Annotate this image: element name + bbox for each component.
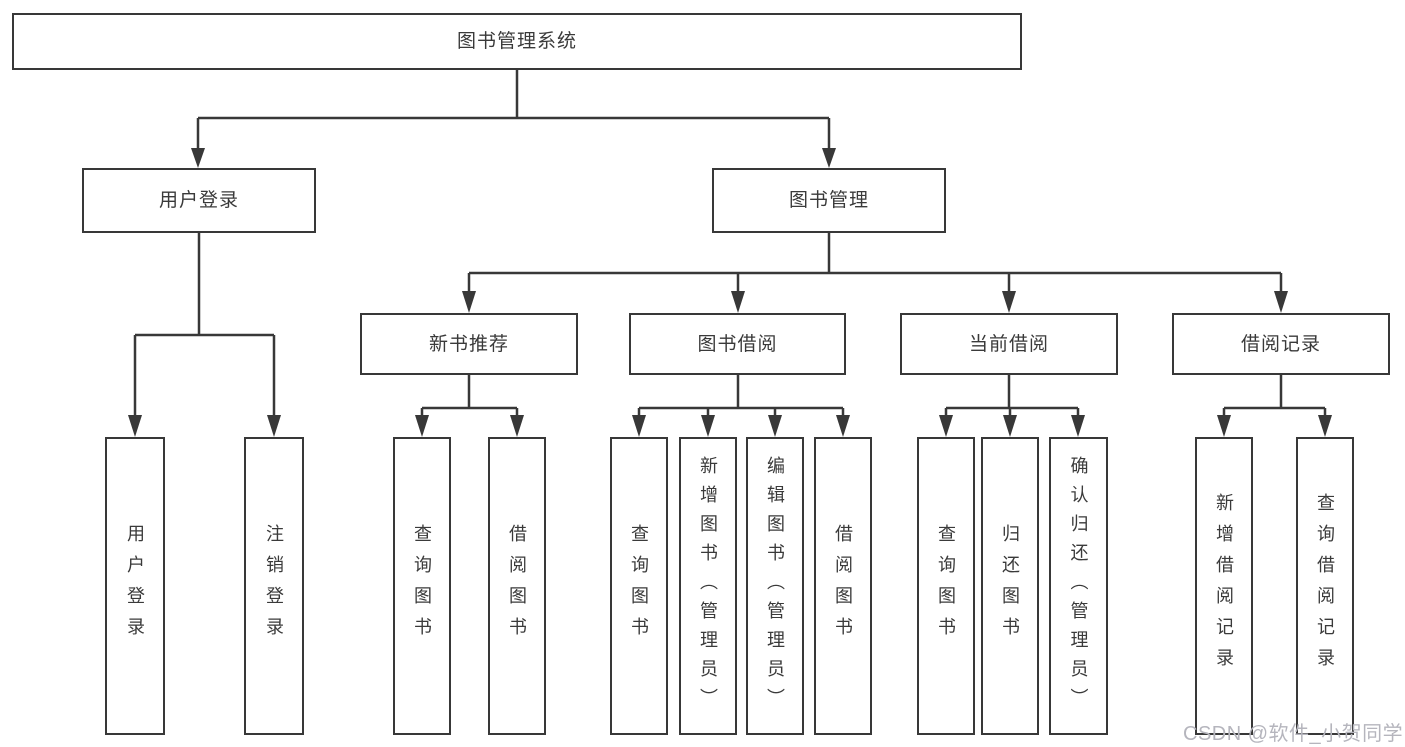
- edge-group-user-login: [128, 233, 281, 437]
- arrowhead: [1217, 415, 1231, 437]
- arrowhead: [462, 291, 476, 313]
- node-label: 图书借阅: [697, 333, 778, 355]
- node-book-management: 图书管理: [712, 168, 946, 233]
- edge-group-new-books: [415, 375, 524, 437]
- arrowhead: [836, 415, 850, 437]
- node-label: 用户登录: [125, 524, 145, 648]
- connector: [133, 233, 276, 419]
- leaf-add-borrow-record: 新增借阅记录: [1195, 437, 1253, 735]
- leaf-logout: 注销登录: [244, 437, 304, 735]
- node-label: 图书管理系统: [456, 31, 577, 52]
- arrowhead: [128, 415, 142, 437]
- arrowhead: [768, 415, 782, 437]
- arrowhead: [1071, 415, 1085, 437]
- node-label: 新增图书（管理员）: [698, 455, 718, 717]
- leaf-user-login: 用户登录: [105, 437, 165, 735]
- arrowhead: [267, 415, 281, 437]
- edge-group-book-borrow: [632, 375, 850, 437]
- arrowhead: [632, 415, 646, 437]
- arrowhead: [1318, 415, 1332, 437]
- arrowhead: [1003, 415, 1017, 437]
- node-current-borrowing: 当前借阅: [900, 313, 1118, 375]
- node-new-book-recommend: 新书推荐: [360, 313, 578, 375]
- connector: [1222, 375, 1327, 419]
- node-label: 新书推荐: [428, 333, 509, 355]
- arrowhead: [415, 415, 429, 437]
- leaf-query-books-3: 查询图书: [917, 437, 975, 735]
- csdn-watermark: CSDN @软件_小贺同学: [1183, 723, 1404, 745]
- node-label: 查询图书: [412, 524, 432, 648]
- leaf-query-books-2: 查询图书: [610, 437, 668, 735]
- node-label: 借阅记录: [1240, 333, 1321, 355]
- arrowhead: [822, 148, 836, 168]
- connector: [944, 375, 1080, 419]
- node-label: 借阅图书: [507, 524, 527, 648]
- node-label: 查询图书: [936, 524, 956, 648]
- node-user-login: 用户登录: [82, 168, 316, 233]
- node-label: 借阅图书: [833, 524, 853, 648]
- edge-group-book-mgmt: [462, 233, 1288, 313]
- edge-group-current-borrow: [939, 375, 1085, 437]
- leaf-query-borrow-record: 查询借阅记录: [1296, 437, 1354, 735]
- edge-group-borrow-records: [1217, 375, 1332, 437]
- node-label: 查询借阅记录: [1315, 493, 1335, 679]
- node-label: 查询图书: [629, 524, 649, 648]
- node-label: 编辑图书（管理员）: [765, 455, 785, 717]
- arrowhead: [510, 415, 524, 437]
- node-label: 用户登录: [158, 190, 239, 211]
- leaf-add-books-admin: 新增图书（管理员）: [679, 437, 737, 735]
- connector: [467, 233, 1283, 293]
- leaf-borrow-books-2: 借阅图书: [814, 437, 872, 735]
- node-borrowing-records: 借阅记录: [1172, 313, 1390, 375]
- node-label: 注销登录: [264, 524, 284, 648]
- arrowhead: [731, 291, 745, 313]
- leaf-edit-books-admin: 编辑图书（管理员）: [746, 437, 804, 735]
- arrowhead: [1274, 291, 1288, 313]
- node-label: 确认归还（管理员）: [1068, 455, 1089, 717]
- leaf-confirm-return-admin: 确认归还（管理员）: [1049, 437, 1108, 735]
- node-label: 新增借阅记录: [1214, 493, 1234, 679]
- arrowhead: [701, 415, 715, 437]
- node-root-system: 图书管理系统: [12, 13, 1022, 70]
- node-label: 图书管理: [788, 190, 869, 211]
- node-label: 当前借阅: [968, 333, 1049, 355]
- connector: [420, 375, 519, 419]
- arrowhead: [939, 415, 953, 437]
- node-label: 归还图书: [1000, 524, 1020, 648]
- edge-group-root: [191, 70, 836, 168]
- leaf-query-books-1: 查询图书: [393, 437, 451, 735]
- arrowhead: [1002, 291, 1016, 313]
- node-book-borrowing: 图书借阅: [629, 313, 846, 375]
- arrowhead: [191, 148, 205, 168]
- connector: [637, 375, 845, 419]
- connector: [196, 70, 831, 150]
- leaf-borrow-books-1: 借阅图书: [488, 437, 546, 735]
- leaf-return-books: 归还图书: [981, 437, 1039, 735]
